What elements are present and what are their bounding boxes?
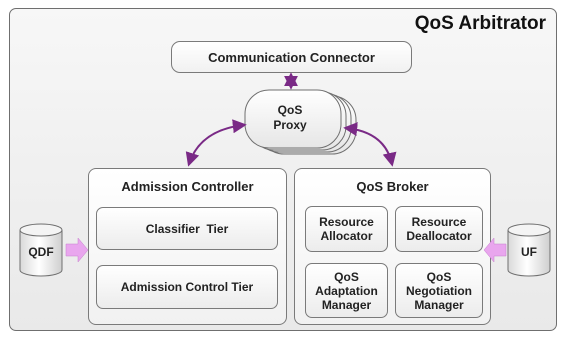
- resource-deallocator-box: Resource Deallocator: [395, 206, 483, 252]
- uf-input-arrow: [483, 237, 507, 263]
- qos-proxy-label-1: QoS: [278, 103, 303, 117]
- qos-negotiation-manager-box: QoS Negotiation Manager: [395, 263, 483, 318]
- communication-connector-label: Communication Connector: [208, 50, 375, 65]
- resource-allocator-box: Resource Allocator: [305, 206, 388, 252]
- proxy-admission-arrow: [185, 119, 247, 167]
- qos-proxy-stack: QoS Proxy: [244, 89, 357, 155]
- qdf-database-icon: QDF: [19, 223, 63, 277]
- qos-adaptation-manager-box: QoS Adaptation Manager: [305, 263, 388, 318]
- uf-database-icon: UF: [507, 223, 551, 277]
- qos-broker-box: QoS Broker Resource Allocator Resource D…: [294, 168, 491, 325]
- qdf-label: QDF: [28, 245, 53, 259]
- admission-control-tier-box: Admission Control Tier: [96, 265, 278, 309]
- diagram-title: QoS Arbitrator: [414, 13, 546, 34]
- uf-label: UF: [521, 245, 537, 259]
- admission-controller-title: Admission Controller: [121, 179, 254, 194]
- qos-proxy-label-2: Proxy: [273, 118, 307, 132]
- proxy-broker-arrow: [343, 122, 397, 167]
- qos-broker-title: QoS Broker: [356, 179, 429, 194]
- admission-controller-box: Admission Controller Classifier Tier Adm…: [88, 168, 287, 325]
- classifier-tier-box: Classifier Tier: [96, 207, 278, 250]
- qdf-input-arrow: [65, 237, 89, 263]
